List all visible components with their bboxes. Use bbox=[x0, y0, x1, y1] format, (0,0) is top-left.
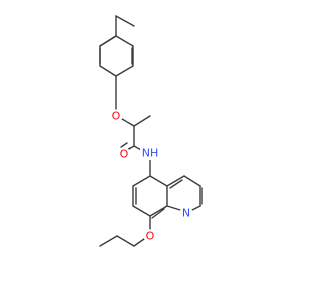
bond-20 bbox=[149, 205, 168, 217]
bond-30 bbox=[116, 235, 135, 247]
propoxy-oxygen: O bbox=[143, 229, 157, 243]
ether-oxygen: O bbox=[109, 109, 123, 123]
atom-labels: O O NH N O bbox=[109, 109, 193, 243]
amide-nitrogen: NH bbox=[140, 146, 158, 160]
bond-8 bbox=[99, 35, 117, 47]
bond-12 bbox=[133, 115, 151, 127]
bond-26 bbox=[191, 205, 201, 211]
ether-oxygen-label: O bbox=[112, 110, 121, 123]
double-bond-6 bbox=[169, 179, 183, 189]
amide-nitrogen-label: NH bbox=[142, 147, 159, 160]
quinoline-nitrogen: N bbox=[179, 206, 193, 220]
bond-31 bbox=[99, 235, 118, 247]
bonds bbox=[99, 15, 203, 247]
bond-5 bbox=[115, 65, 134, 77]
propoxy-oxygen-label: O bbox=[146, 230, 155, 243]
bond-0 bbox=[115, 15, 135, 27]
bond-27 bbox=[166, 205, 181, 211]
bond-23 bbox=[166, 175, 185, 187]
molecule-structure: O O NH N O bbox=[99, 15, 203, 247]
bond-22 bbox=[149, 175, 168, 187]
bond-6 bbox=[99, 65, 117, 77]
quinoline-nitrogen-label: N bbox=[182, 207, 190, 220]
bond-29 bbox=[133, 238, 145, 247]
bond-19 bbox=[132, 205, 151, 217]
bond-11 bbox=[121, 118, 135, 127]
carbonyl-oxygen-label: O bbox=[120, 148, 129, 161]
double-bond-2 bbox=[120, 142, 128, 148]
carbonyl-oxygen: O bbox=[117, 147, 131, 161]
bond-3 bbox=[115, 35, 134, 47]
bond-17 bbox=[132, 175, 151, 187]
double-bond-5 bbox=[151, 208, 165, 219]
bond-24 bbox=[183, 175, 201, 187]
